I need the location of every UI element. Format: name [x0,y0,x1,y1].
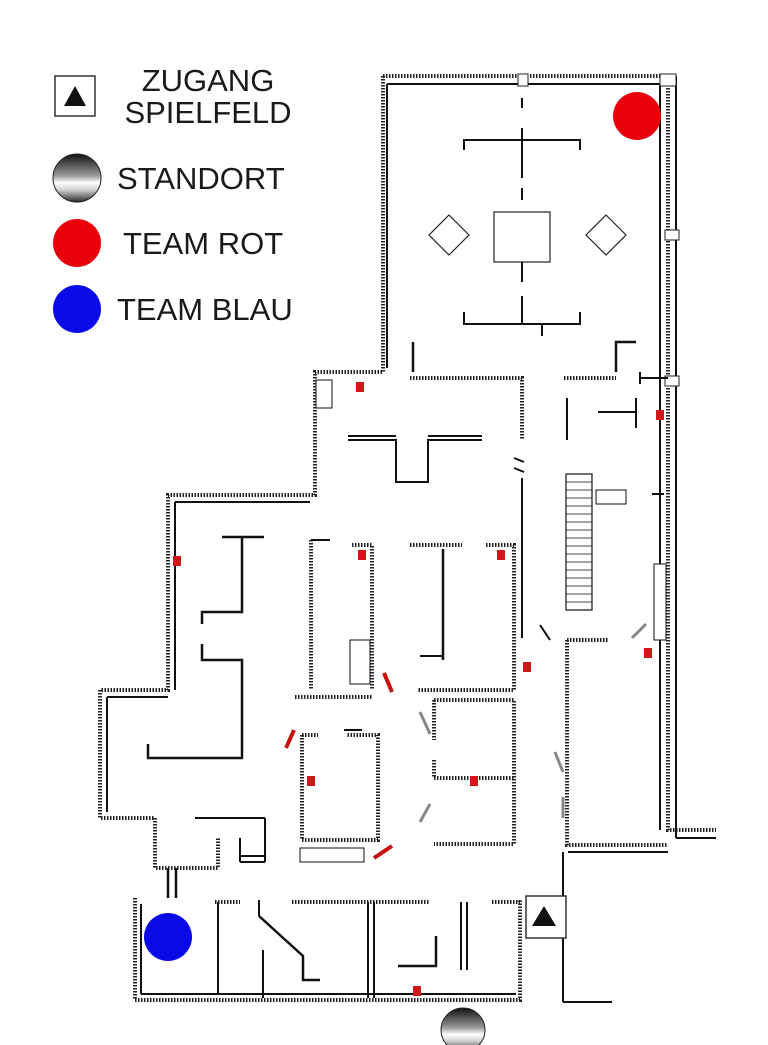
legend-team-blue-label: TEAM BLAU [117,292,293,327]
legend-team-red-label: TEAM ROT [123,226,283,261]
legend-entrance-label-1: ZUGANG [142,63,275,98]
legend-entrance-item: ZUGANG SPIELFELD [54,63,292,130]
team-red-marker-icon [613,92,661,140]
outer-walls [98,73,716,1003]
legend-location-item: STANDORT [52,153,285,203]
legend-entrance-label-2: SPIELFELD [124,95,291,130]
bottom-block-interior [217,900,468,998]
exit-sign-icon [358,550,366,560]
triangle-up-icon [64,86,86,106]
floor-plan [98,73,716,1045]
exit-sign-icon [173,556,181,566]
diamond-obstacle-left [428,214,470,256]
center-rooms [284,539,565,863]
entrance-marker [525,895,567,939]
left-room-walls [106,501,310,812]
exit-sign-icon [470,776,478,786]
staircase [565,473,627,611]
exit-sign-icon [523,662,531,672]
exit-sign-icon [356,382,364,392]
team-red-marker-icon [53,219,101,267]
legend: ZUGANG SPIELFELD STANDORT TEAM ROT TEAM … [52,63,293,333]
triangle-up-icon [532,906,556,926]
legend-team-red-item: TEAM ROT [53,219,283,267]
exit-sign-icon [656,410,664,420]
center-block [493,211,551,263]
top-hall-features [411,98,636,372]
diamond-obstacle-right [585,214,627,256]
metal-sphere-icon [440,1007,486,1045]
legend-team-blue-item: TEAM BLAU [53,285,293,333]
team-blue-marker-icon [53,285,101,333]
exit-signs [173,382,664,996]
middle-walls [315,372,668,641]
metal-sphere-icon [52,153,102,203]
location-marker [440,1007,486,1045]
exit-sign-icon [497,550,505,560]
legend-location-label: STANDORT [117,161,285,196]
exit-sign-icon [413,986,421,996]
exit-sign-icon [644,648,652,658]
team-blue-marker-icon [144,913,192,961]
exit-sign-icon [307,776,315,786]
